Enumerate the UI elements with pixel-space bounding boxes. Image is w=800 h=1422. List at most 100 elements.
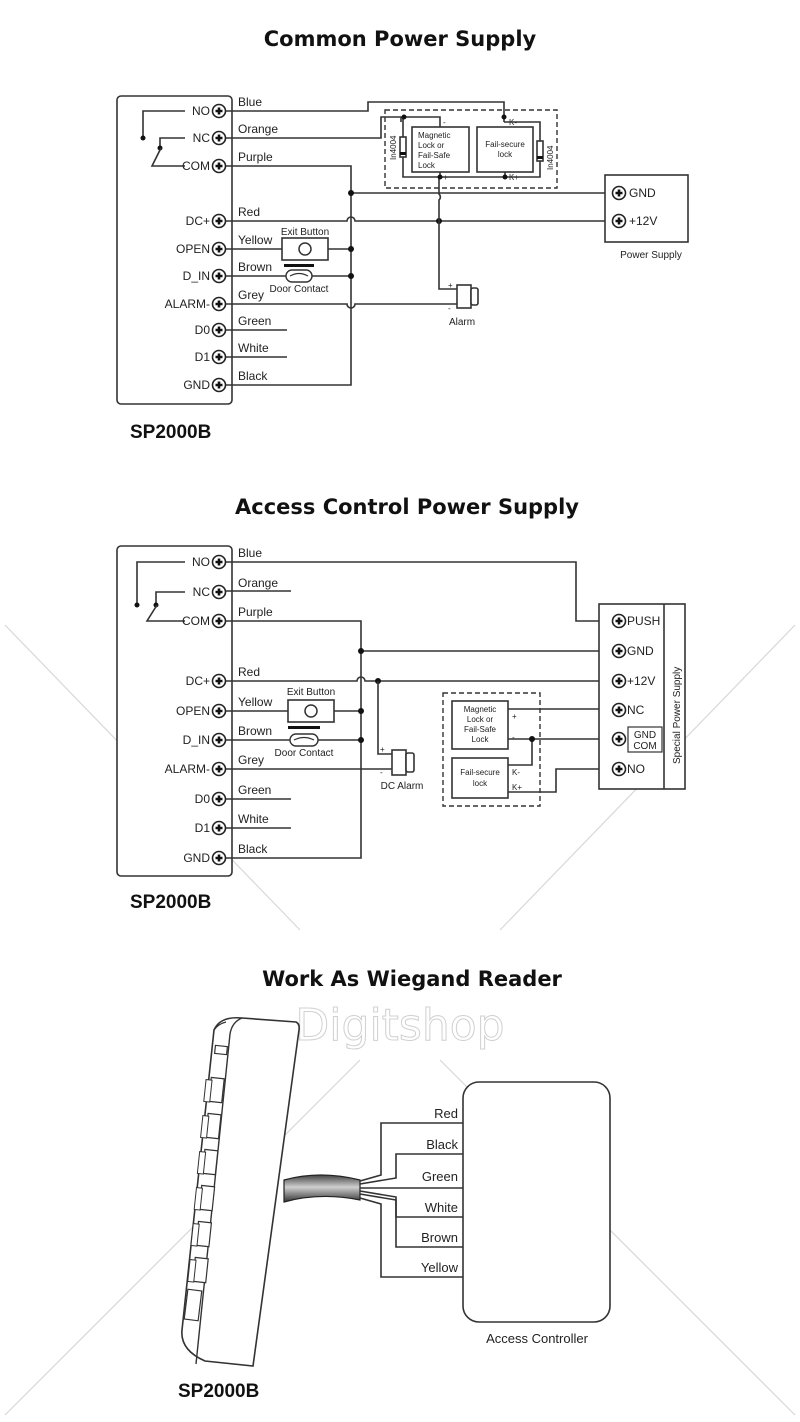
alarm-label: DC Alarm xyxy=(381,781,424,792)
mag-lock-minus: - xyxy=(512,733,515,742)
fail-secure-text-1: Fail-secure xyxy=(460,768,500,777)
section-title: Access Control Power Supply xyxy=(235,495,579,519)
gnd-com-box xyxy=(627,726,663,753)
mag-lock-text-3: Fail-Safe xyxy=(464,725,497,734)
pin-label: D1 xyxy=(195,350,211,364)
wire-color-label: Blue xyxy=(238,546,262,560)
wire-color-label: White xyxy=(238,812,269,826)
supply-terminal-no: NO xyxy=(627,762,645,776)
pin-label: D0 xyxy=(195,323,211,337)
door-contact-label: Door Contact xyxy=(275,748,334,759)
pin-label: NO xyxy=(192,104,210,118)
keypad-button-side xyxy=(187,1258,197,1283)
watermark-text: Digitshop xyxy=(295,1000,504,1051)
supply-terminal-gnd: GND xyxy=(627,644,654,658)
pin-terminal-alarm xyxy=(211,296,227,312)
pin-terminal-no xyxy=(211,554,227,570)
access-controller-label: Access Controller xyxy=(486,1331,589,1346)
pin-terminal-gnd xyxy=(211,377,227,393)
pin-label: COM xyxy=(182,159,210,173)
door-contact-label: Door Contact xyxy=(270,284,329,295)
section-title: Common Power Supply xyxy=(264,27,537,51)
relay-no-contact xyxy=(142,110,185,137)
magnetic-lock: Magnetic Lock or Fail-Safe Lock - + xyxy=(411,118,470,182)
pin-label: D_IN xyxy=(183,269,210,283)
keypad-button-side xyxy=(196,1150,207,1175)
diode-right: In4004 xyxy=(536,140,555,170)
supply-terminal-gnd: GND xyxy=(629,186,656,200)
diode-left: In4004 xyxy=(389,135,407,160)
wire-color-label: Brown xyxy=(421,1230,458,1245)
watermark: Digitshop xyxy=(4,624,796,1416)
pin-terminal-din xyxy=(211,268,227,284)
door-contact: Door Contact xyxy=(275,726,334,759)
wire-label-list: BlueOrangePurpleRedYellowBrownGreyGreenW… xyxy=(238,546,278,856)
relay-no-contact xyxy=(136,561,185,604)
pin-terminal-dc xyxy=(211,673,227,689)
section-common-power-supply: Common Power Supply SP2000B NONCCOMDC+OP… xyxy=(116,27,689,443)
wire-color-label: Red xyxy=(238,205,260,219)
wire-color-label: White xyxy=(425,1200,458,1215)
lock-group-outline xyxy=(384,109,558,189)
supply-terminal-gnd-com-bottom: COM xyxy=(633,741,656,752)
special-power-supply: Special Power Supply PUSH GND +12V NC GN… xyxy=(598,603,686,790)
wire-alarm-supply xyxy=(377,681,392,755)
exit-button: Exit Button xyxy=(281,227,329,261)
diode-left-label: In4004 xyxy=(389,135,398,160)
wire-color-label: Black xyxy=(238,842,268,856)
wire-color-label: Blue xyxy=(238,95,262,109)
relay-nc-contact xyxy=(159,137,185,147)
mag-lock-text-1: Magnetic xyxy=(418,131,450,140)
exit-button-label: Exit Button xyxy=(281,227,329,238)
section-access-control-power-supply: Access Control Power Supply SP2000B NONC… xyxy=(116,495,686,913)
fail-secure-lock: Fail-secure lock K- K+ xyxy=(476,118,534,182)
supply-terminal-gnd-com-top: GND xyxy=(634,730,656,741)
pin-terminal-d0 xyxy=(211,322,227,338)
pin-label: COM xyxy=(182,614,210,628)
wire-red xyxy=(359,1122,470,1182)
wire-color-label: Yellow xyxy=(238,695,273,709)
pin-label: NC xyxy=(193,131,211,145)
relay-nc-contact xyxy=(155,591,185,604)
pin-terminal-dc xyxy=(211,213,227,229)
pin-label: NO xyxy=(192,555,210,569)
fail-secure-text-2: lock xyxy=(473,779,488,788)
supply-terminal-12v: +12V xyxy=(627,674,655,688)
pin-label: ALARM- xyxy=(165,297,210,311)
pin-terminal-no xyxy=(211,103,227,119)
pin-terminal-nc xyxy=(211,130,227,146)
exit-button-label: Exit Button xyxy=(287,687,335,698)
pin-terminal-com xyxy=(211,158,227,174)
keypad-button-side xyxy=(200,1114,210,1139)
alarm-minus-sign: - xyxy=(448,304,451,313)
lock-group-outline xyxy=(442,692,541,807)
wire-color-label: Yellow xyxy=(421,1260,459,1275)
pin-label: OPEN xyxy=(176,704,210,718)
wire-yellow xyxy=(359,1197,470,1278)
pin-terminal-din xyxy=(211,732,227,748)
reader-cable xyxy=(283,1174,361,1203)
alarm-label: Alarm xyxy=(449,317,475,328)
mag-lock-text-3: Fail-Safe xyxy=(418,151,451,160)
relay-com-arm xyxy=(150,147,185,167)
wire-red xyxy=(226,676,612,682)
wire-color-label: Yellow xyxy=(238,233,273,247)
mag-lock-minus: - xyxy=(443,118,446,127)
wire-color-label: Brown xyxy=(238,260,272,274)
reader-device-illustration xyxy=(181,1016,300,1367)
alarm-siren: + - Alarm xyxy=(448,281,479,328)
section-wiegand-reader: Work As Wiegand Reader SP2000B +12VRedGN… xyxy=(178,967,611,1402)
wire-color-label: Green xyxy=(238,314,271,328)
wire-color-label: Grey xyxy=(238,288,264,302)
wire-color-label: Orange xyxy=(238,122,278,136)
dc-alarm: + - DC Alarm xyxy=(380,745,423,792)
special-supply-label: Special Power Supply xyxy=(672,667,683,764)
pin-terminal-gnd xyxy=(211,850,227,866)
magnetic-lock: Magnetic Lock or Fail-Safe Lock + - xyxy=(451,700,517,750)
wire-color-label: Black xyxy=(238,369,268,383)
pin-terminal-d0 xyxy=(211,791,227,807)
wire-red xyxy=(226,216,605,222)
access-controller-box xyxy=(462,1081,611,1323)
